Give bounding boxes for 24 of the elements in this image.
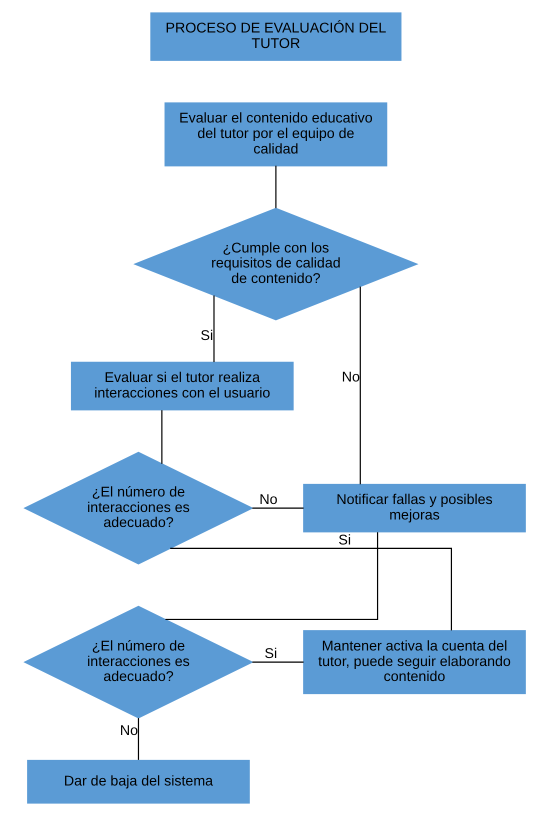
node-box: Dar de baja del sistema [27,760,250,804]
edge-label: No [342,369,360,386]
node-diamond: ¿Cumple con los requisitos de calidad de contenido? [133,208,418,320]
node-box: Evaluar el contenido educativo del tutor por el equipo de calidad [164,102,388,166]
edge-label: Si [338,532,352,548]
connector [138,718,140,760]
node-box: PROCESO DE EVALUACIÓN DEL TUTOR [150,12,402,61]
edge-label: No [259,492,278,508]
connector [252,662,304,663]
connector [161,410,162,464]
connector [252,508,304,509]
connector [360,286,361,484]
node-box: Mantener activa la cuenta del tutor, puede seguir elaborando contenido [303,630,526,694]
connector [170,548,452,630]
node-diamond: ¿El número de interacciones es adecuado? [23,452,254,564]
connector [275,166,276,208]
edge-label: No [120,722,138,739]
node-box: Evaluar si el tutor realiza interacciones con el usuario [70,362,294,410]
node-box: Notificar fallas y posibles mejoras [303,484,526,532]
edge-label: Si [200,328,214,344]
connector [213,296,215,362]
node-diamond: ¿El número de interacciones es adecuado? [23,606,254,718]
edge-label: Si [264,646,278,662]
connector [165,532,378,620]
